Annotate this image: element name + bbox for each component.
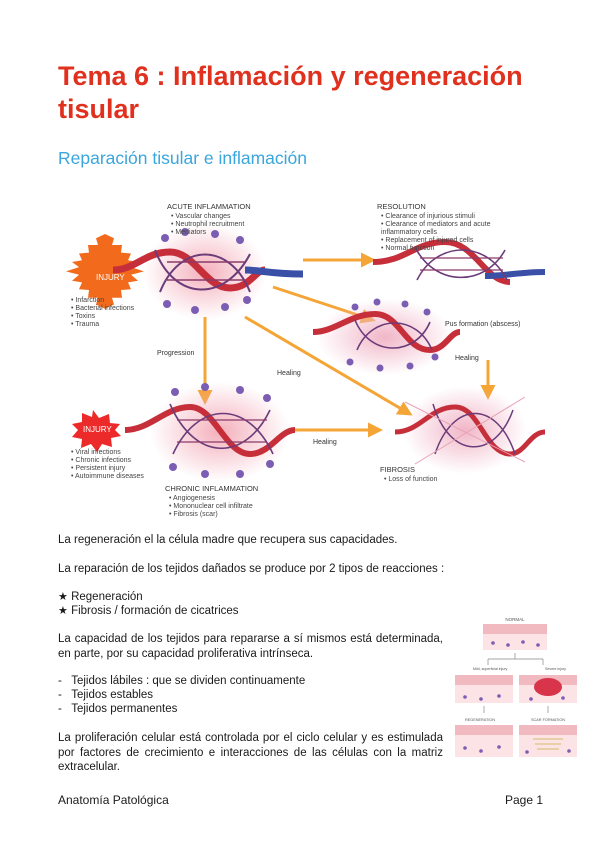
injury-cause: • Viral infections — [71, 449, 121, 456]
list-item: - Tejidos permanentes — [58, 702, 177, 717]
injury-label-top: INJURY — [96, 273, 125, 282]
inflammation-diagram: INJURY INJURY — [66, 202, 545, 518]
list-item-text: Tejidos lábiles : que se dividen continu… — [71, 675, 306, 687]
list-item: - Tejidos estables — [58, 688, 153, 703]
list-item-text: Regeneración — [71, 591, 143, 603]
acute-item: • Vascular changes — [171, 213, 231, 220]
injury-label-bottom: INJURY — [83, 425, 112, 434]
resolution-item: inflammatory cells — [381, 229, 438, 236]
chronic-item: • Mononuclear cell infiltrate — [169, 503, 253, 510]
injury-cause: • Trauma — [71, 321, 99, 328]
paragraph-regeneration: La regeneración el la célula madre que r… — [58, 534, 398, 546]
footer-left: Anatomía Patológica — [58, 793, 169, 807]
resolution-item: • Normal function — [381, 245, 435, 252]
fibrosis-vessels — [394, 386, 545, 474]
healing-bottom-label: Healing — [313, 439, 337, 446]
dash-bullet: - — [58, 675, 62, 687]
resolution-item: • Clearance of injurious stimuli — [381, 213, 475, 220]
page-subtitle: Reparación tisular e inflamación — [58, 148, 308, 168]
list-item: ★ Fibrosis / formación de cicatrices — [58, 604, 239, 619]
regeneration-scar-diagram: NORMAL Mild, superficial injury Severe i… — [455, 617, 577, 757]
dash-bullet: - — [58, 689, 62, 701]
scar-formation-label: SCAR FORMATION — [531, 718, 565, 722]
normal-label: NORMAL — [505, 617, 525, 622]
injury-cause: • Toxins — [71, 313, 96, 320]
acute-inflammation-vessels — [112, 224, 304, 320]
healing-right-label: Healing — [455, 355, 479, 362]
list-item: ★ Regeneración — [58, 590, 143, 605]
fibrosis-item: • Loss of function — [384, 476, 438, 483]
severe-injury-label: Severe injury — [545, 667, 566, 671]
chronic-title: CHRONIC INFLAMMATION — [165, 484, 258, 493]
chronic-item: • Fibrosis (scar) — [169, 511, 218, 518]
injury-cause: • Autoimmune diseases — [71, 473, 144, 480]
chronic-item: • Angiogenesis — [169, 495, 216, 502]
resolution-title: RESOLUTION — [377, 202, 426, 211]
mild-injury-label: Mild, superficial injury — [473, 667, 508, 671]
pus-formation-label: Pus formation (abscess) — [445, 321, 520, 328]
dash-bullet: - — [58, 703, 62, 715]
list-item: - Tejidos lábiles : que se dividen conti… — [58, 674, 305, 689]
list-item-text: Tejidos estables — [71, 689, 154, 701]
fibrosis-title: FIBROSIS — [380, 465, 415, 474]
injury-burst-bottom: INJURY — [72, 410, 121, 452]
injury-burst-top: INJURY — [66, 233, 144, 309]
acute-item: • Neutrophil recruitment — [171, 221, 244, 228]
healing-center-label: Healing — [277, 370, 301, 377]
resolution-vessels — [372, 238, 545, 285]
injury-cause: • Chronic infections — [71, 457, 132, 464]
list-item-text: Tejidos permanentes — [71, 703, 178, 715]
progression-label: Progression — [157, 350, 194, 357]
acute-title: ACUTE INFLAMMATION — [167, 202, 251, 211]
chronic-inflammation-vessels — [124, 382, 296, 482]
paragraph-cell-proliferation: La proliferación celular está controlada… — [58, 732, 443, 773]
page-title: Tema 6 : Inflamación y regeneración tisu… — [58, 61, 523, 124]
injury-cause: • Bacterial infections — [71, 305, 135, 312]
acute-item: • Mediators — [171, 229, 207, 236]
resolution-item: • Clearance of mediators and acute — [381, 221, 491, 228]
regeneration-label: REGENERATION — [465, 718, 495, 722]
paragraph-repair-capacity: La capacidad de los tejidos para reparar… — [58, 633, 443, 660]
injury-cause: • Infarction — [71, 297, 104, 304]
paragraph-repair-types: La reparación de los tejidos dañados se … — [58, 563, 445, 575]
resolution-item: • Replacement of injured cells — [381, 237, 474, 244]
star-bullet-icon: ★ — [58, 604, 68, 617]
star-bullet-icon: ★ — [58, 590, 68, 603]
injury-cause: • Persistent injury — [71, 465, 126, 472]
abscess-illustration — [312, 298, 461, 375]
list-item-text: Fibrosis / formación de cicatrices — [71, 605, 239, 617]
page-number: Page 1 — [505, 793, 544, 807]
